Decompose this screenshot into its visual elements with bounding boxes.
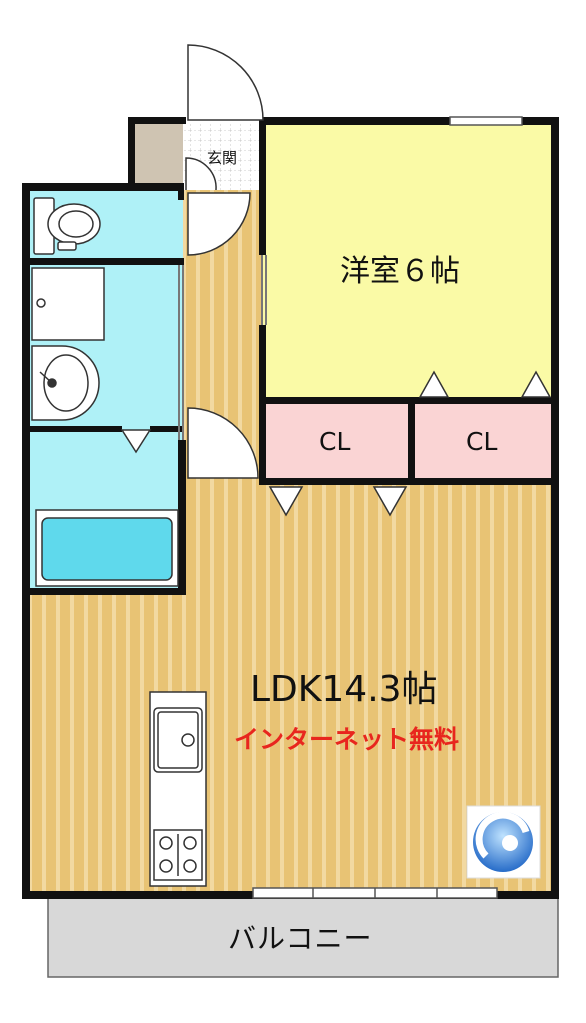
ldk-label: LDK14.3帖	[250, 669, 438, 710]
closet-2-label: CL	[466, 427, 498, 456]
washing-machine-icon	[31, 267, 105, 341]
western-room-floor	[263, 124, 556, 402]
internet-free-notice: インターネット無料	[234, 725, 460, 754]
balcony	[47, 894, 559, 978]
closet-door-arrows	[120, 370, 552, 517]
toilet-icon	[33, 197, 101, 255]
closet-2-floor	[411, 402, 556, 482]
logo-icon	[466, 805, 541, 879]
kitchen-sink-icon	[153, 707, 203, 773]
washbasin-icon	[31, 345, 100, 421]
closet-1-floor	[263, 402, 411, 482]
balcony-label: バルコニー	[228, 922, 373, 955]
bathtub-icon	[35, 509, 179, 587]
entrance-label: 玄関	[207, 149, 238, 167]
sliding-doors	[178, 255, 267, 440]
western-room-label: 洋室６帖	[340, 254, 460, 289]
stove-icon	[153, 829, 203, 881]
storage-floor	[133, 124, 183, 186]
windows	[252, 116, 523, 899]
swing-doors	[185, 44, 264, 479]
closet-1-label: CL	[319, 427, 351, 456]
